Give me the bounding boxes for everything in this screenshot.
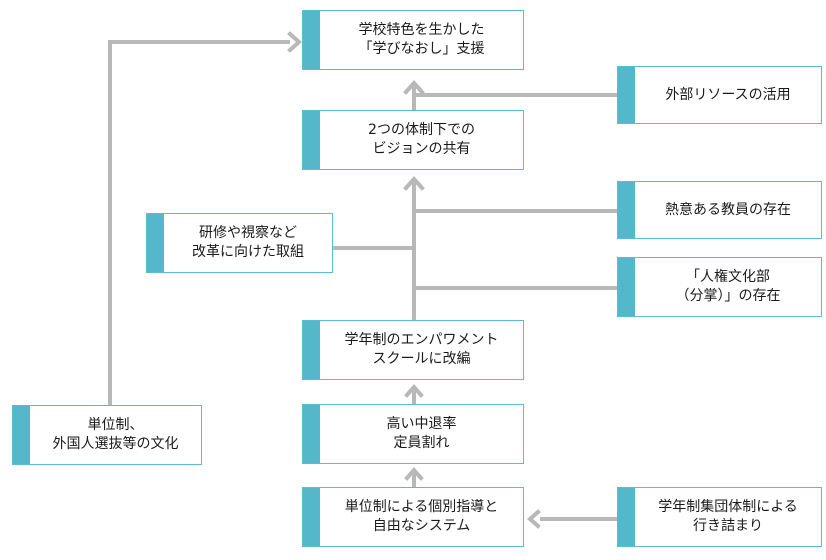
node-empowerment-school: 学年制のエンパワメント スクールに改編: [302, 320, 524, 380]
node-label-line: 学年制のエンパワメント: [344, 332, 499, 348]
node-label-line: （分掌）」の存在: [675, 288, 781, 304]
node-label-line: 「人権文化部: [686, 269, 770, 285]
node-accent-bar: [147, 214, 164, 272]
node-accent-bar: [618, 488, 635, 546]
node-accent-bar: [13, 406, 30, 464]
node-accent-bar: [618, 182, 635, 238]
node-accent-bar: [303, 321, 320, 379]
connector-left-trunk: [108, 40, 290, 405]
node-label-line: 高い中退率: [386, 416, 457, 432]
node-label-line: 行き詰まり: [693, 518, 763, 534]
node-accent-bar: [303, 111, 320, 169]
arrowhead-impasse-to-credit: [526, 509, 541, 529]
node-label-line: 改革に向けた取組: [192, 244, 304, 260]
node-label: 研修や視察など 改革に向けた取組: [164, 214, 332, 272]
node-accent-bar: [303, 488, 320, 546]
node-label: 単位制、 外国人選抜等の文化: [30, 406, 201, 464]
node-grade-system-impasse: 学年制集団体制による 行き詰まり: [617, 487, 822, 547]
node-credit-system: 単位制による個別指導と 自由なシステム: [302, 487, 524, 547]
node-label-line: 学年制集団体制による: [658, 499, 798, 515]
node-label-line: 熱意ある教員の存在: [665, 201, 791, 218]
node-label: 「人権文化部 （分掌）」の存在: [635, 258, 821, 316]
arrowhead-empowerment-to-vision: [403, 175, 425, 191]
node-passionate-teachers: 熱意ある教員の存在: [617, 181, 822, 239]
node-accent-bar: [618, 67, 635, 123]
node-label: 高い中退率 定員割れ: [320, 405, 523, 463]
node-manabi-naoshi-support: 学校特色を生かした 「学びなおし」支援: [302, 10, 524, 70]
arrowhead-top-box: [287, 31, 303, 53]
node-label-line: 単位制による個別指導と: [344, 499, 499, 515]
node-accent-bar: [618, 258, 635, 316]
node-label-line: 自由なシステム: [372, 518, 471, 534]
arrowhead-vision-to-top: [403, 79, 425, 95]
node-accent-bar: [303, 11, 320, 69]
node-label-line: 外国人選抜等の文化: [52, 436, 179, 452]
node-accent-bar: [303, 405, 320, 463]
node-label: 外部リソースの活用: [635, 67, 821, 123]
node-human-rights-dept: 「人権文化部 （分掌）」の存在: [617, 257, 822, 317]
node-label-line: 定員割れ: [393, 435, 450, 451]
node-label-line: 「学びなおし」支援: [358, 41, 485, 57]
arrowhead-credit-to-dropout: [404, 466, 424, 481]
node-label-line: 2つの体制下での: [368, 122, 475, 138]
node-label: 2つの体制下での ビジョンの共有: [320, 111, 523, 169]
node-label-line: スクールに改編: [372, 351, 471, 367]
node-external-resources: 外部リソースの活用: [617, 66, 822, 124]
node-label: 熱意ある教員の存在: [635, 182, 821, 238]
node-label-line: 外部リソースの活用: [665, 86, 791, 103]
node-label-line: ビジョンの共有: [372, 141, 471, 157]
node-label: 学年制のエンパワメント スクールに改編: [320, 321, 523, 379]
node-label: 学校特色を生かした 「学びなおし」支援: [320, 11, 523, 69]
node-shared-vision: 2つの体制下での ビジョンの共有: [302, 110, 524, 170]
node-label: 単位制による個別指導と 自由なシステム: [320, 488, 523, 546]
node-label-line: 研修や視察など: [199, 225, 297, 241]
node-label: 学年制集団体制による 行き詰まり: [635, 488, 821, 546]
arrowhead-dropout-to-empowerment: [404, 383, 424, 398]
node-label-line: 単位制、: [87, 417, 144, 433]
node-training-reform: 研修や視察など 改革に向けた取組: [146, 213, 333, 273]
node-credit-foreign-culture: 単位制、 外国人選抜等の文化: [12, 405, 202, 465]
node-label-line: 学校特色を生かした: [358, 22, 485, 38]
node-high-dropout: 高い中退率 定員割れ: [302, 404, 524, 464]
